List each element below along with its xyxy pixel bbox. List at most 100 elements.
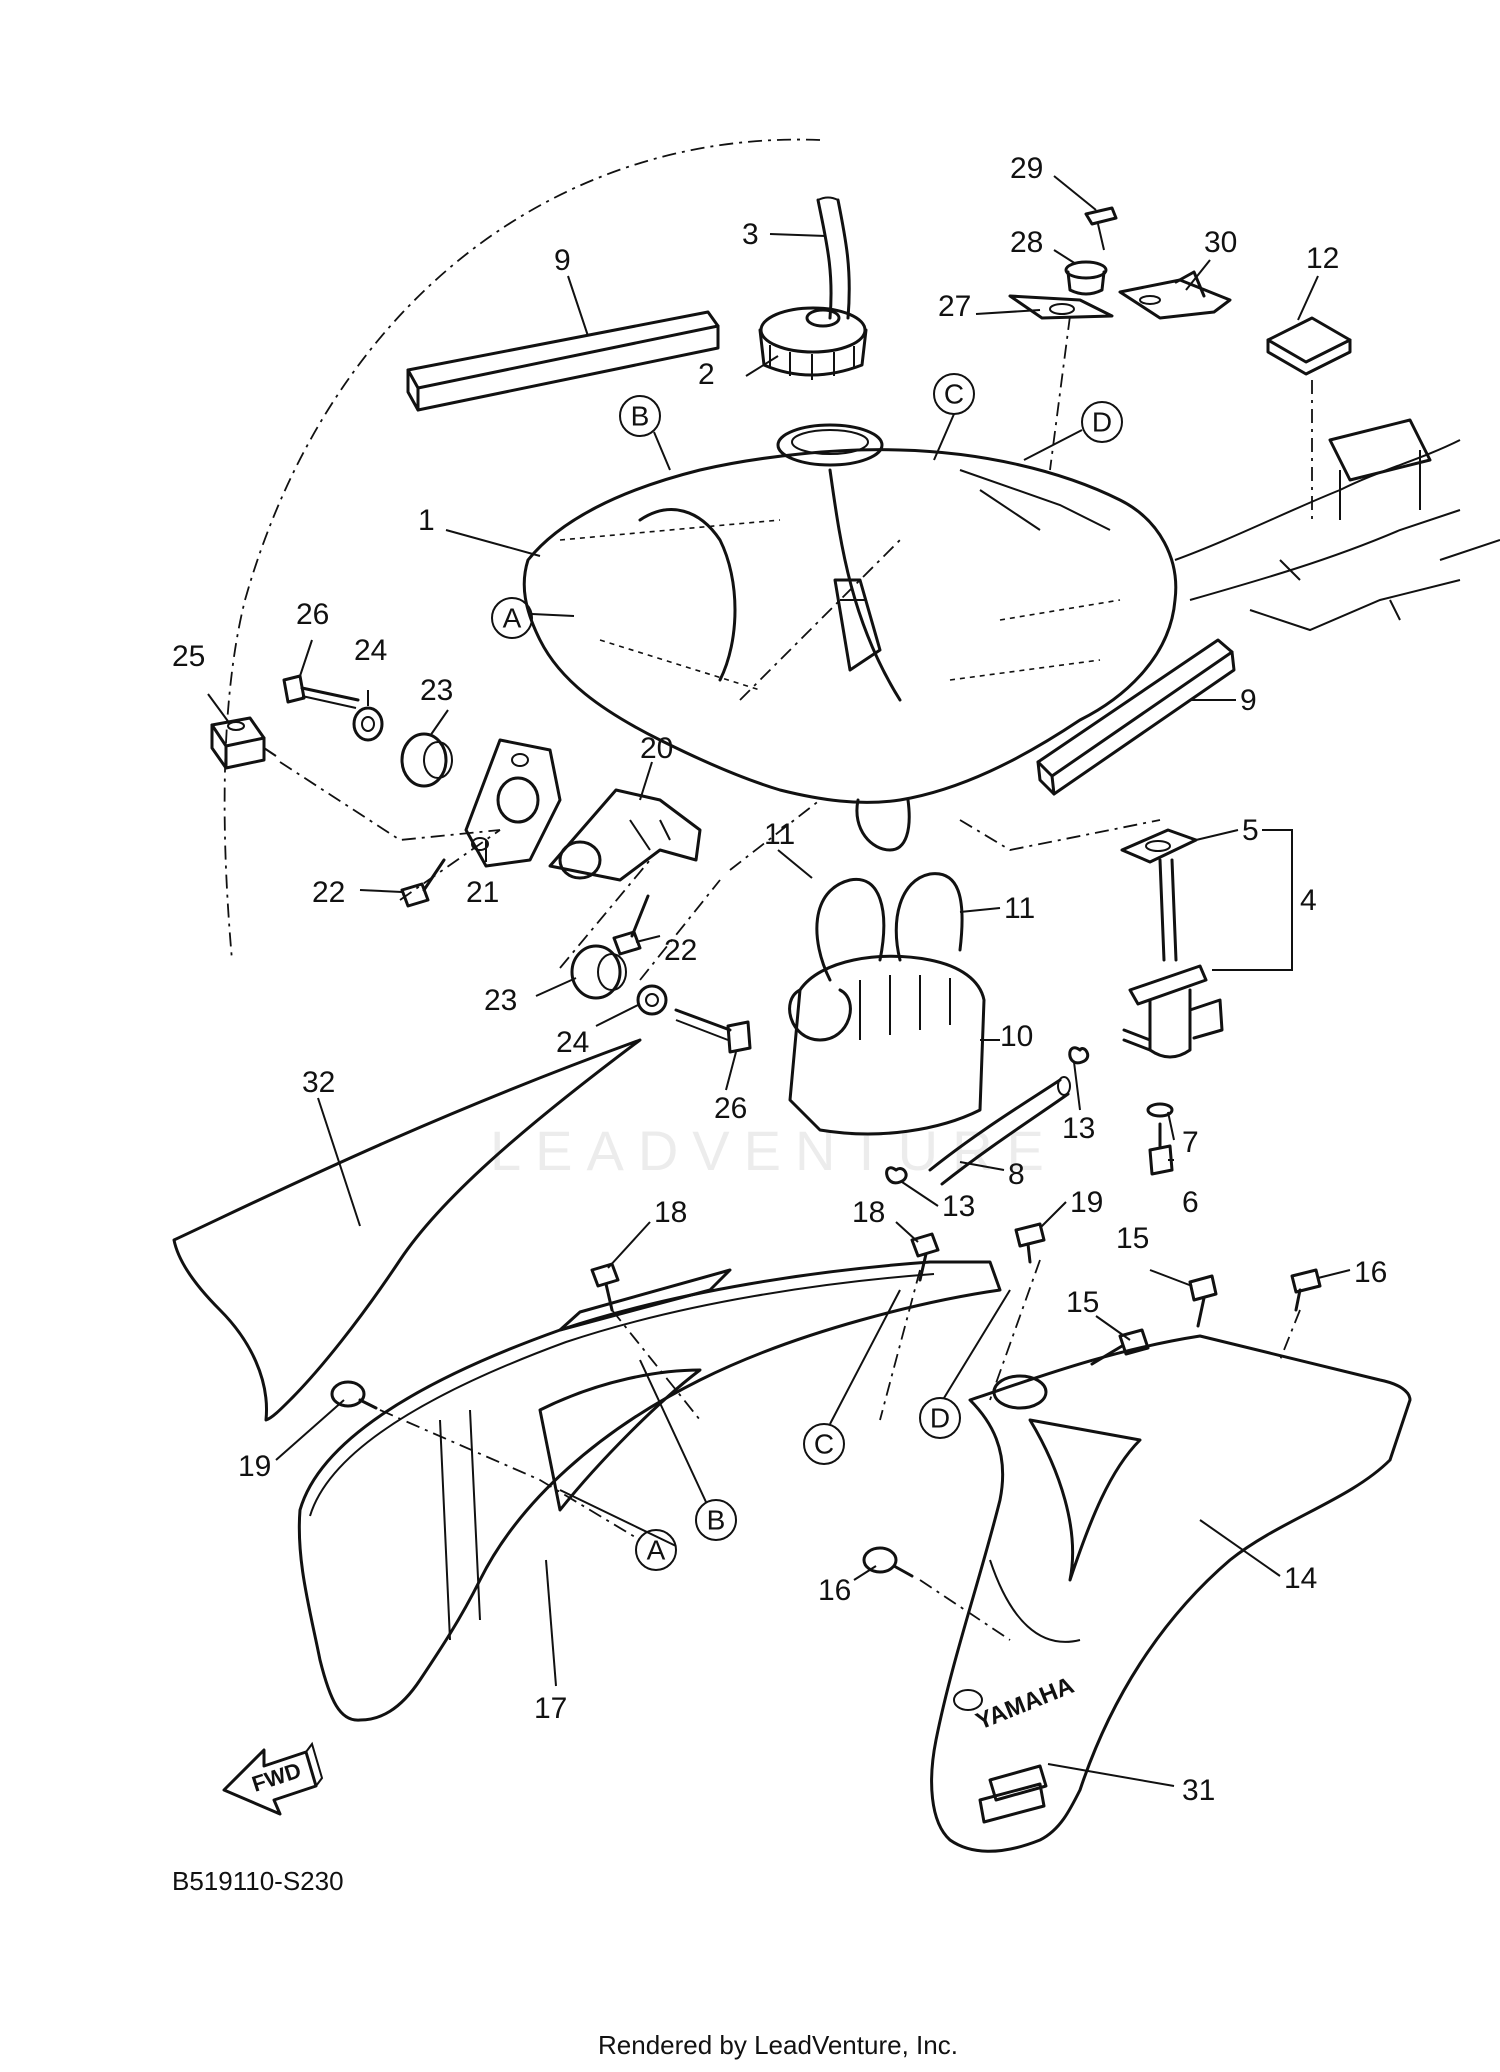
callout: 10 — [1000, 1020, 1033, 1053]
frame-section — [1174, 380, 1500, 632]
watermark-text: LEADVENTURE — [490, 1119, 1058, 1182]
collar-24-lower — [636, 984, 668, 1016]
bolt-15-lower — [1090, 1328, 1150, 1366]
clip-13-upper — [1068, 1046, 1090, 1065]
callout: 7 — [1182, 1126, 1199, 1159]
grommet-23-lower — [570, 944, 627, 1000]
callout: 8 — [1008, 1158, 1025, 1191]
fuel-hose-8 — [928, 1078, 1070, 1186]
callout: 30 — [1204, 226, 1237, 259]
collar-24-upper — [352, 706, 384, 742]
callout: 24 — [354, 634, 387, 667]
callout: 17 — [534, 1692, 567, 1725]
callout: 18 — [852, 1196, 885, 1229]
ref-circle — [695, 1499, 737, 1541]
fuel-tank — [522, 423, 1178, 852]
grommet-23-upper — [400, 732, 453, 788]
callout: 16 — [1354, 1256, 1387, 1289]
graphic-decal-32 — [172, 1038, 642, 1422]
callout: 11 — [764, 818, 795, 851]
yamaha-logo-text: YAMAHA — [972, 1672, 1078, 1736]
screw-29 — [1084, 206, 1118, 251]
screw-6 — [1148, 1122, 1174, 1176]
ref-circle — [491, 597, 533, 639]
callout-numbers: 1 2 3 4 5 6 7 8 9 9 10 11 11 12 13 13 14… — [172, 152, 1387, 1807]
callout: 16 — [818, 1574, 851, 1607]
bracket-30 — [1118, 270, 1232, 320]
callout: 28 — [1010, 226, 1043, 259]
bracket-27 — [1008, 294, 1114, 320]
ref-circle — [919, 1397, 961, 1439]
callout: 4 — [1300, 884, 1317, 917]
callout: 15 — [1116, 1222, 1149, 1255]
side-cover-14-right: YAMAHA — [930, 1334, 1412, 1853]
callout: 15 — [1066, 1286, 1099, 1319]
callout: 27 — [938, 290, 971, 323]
callout: 22 — [664, 934, 697, 967]
fwd-label: FWD — [249, 1757, 304, 1796]
alignment-arc — [223, 138, 821, 961]
bracket-20 — [548, 788, 702, 882]
clip-13-lower — [885, 1166, 908, 1185]
breather-hose — [816, 198, 851, 320]
callout: 23 — [484, 984, 517, 1017]
reference-markers: A B C D A B C D — [491, 373, 1123, 1571]
callout: 22 — [312, 876, 345, 909]
screw-16-lower — [862, 1546, 914, 1578]
callout: 6 — [1182, 1186, 1199, 1219]
bolt-22-left — [400, 858, 446, 908]
footer-credit: Rendered by LeadVenture, Inc. — [598, 2030, 958, 2060]
band-11-left — [815, 877, 886, 982]
callout: 11 — [1004, 892, 1035, 925]
callout: 9 — [1240, 684, 1257, 717]
callout: 25 — [172, 640, 205, 673]
ref-circle — [1081, 401, 1123, 443]
fwd-arrow-icon: FWD — [222, 1741, 324, 1816]
collar-28 — [1064, 260, 1108, 296]
bolt-18-right — [910, 1232, 940, 1282]
ref-letter: B — [707, 1505, 726, 1536]
callout: 5 — [1242, 814, 1259, 847]
washer-7 — [1146, 1102, 1174, 1118]
callout: 13 — [1062, 1112, 1095, 1145]
bolt-18-left — [590, 1262, 620, 1312]
callout: 19 — [1070, 1186, 1103, 1219]
callout-leaders — [207, 175, 1351, 1787]
clamp-25 — [210, 716, 277, 770]
callout: 14 — [1284, 1562, 1317, 1595]
gasket-5 — [1120, 828, 1198, 864]
fuel-cap — [758, 306, 868, 380]
ref-letter: D — [1092, 407, 1112, 438]
side-cover-17-left — [297, 1260, 1002, 1722]
tank-rubber-strip-upper — [406, 310, 720, 412]
ref-letter: A — [503, 603, 522, 634]
tank-rubber-strip-lower — [1036, 638, 1236, 796]
callout: 23 — [420, 674, 453, 707]
ref-letter: C — [814, 1429, 834, 1460]
screw-19-right — [1014, 1222, 1046, 1264]
ref-circle — [619, 395, 661, 437]
callout: 2 — [698, 358, 715, 391]
ref-circle — [803, 1423, 845, 1465]
callout: 21 — [466, 876, 499, 909]
callout: 12 — [1306, 242, 1339, 275]
callout: 1 — [418, 504, 435, 537]
screw-19-left — [330, 1380, 378, 1410]
bolt-15-upper — [1188, 1274, 1218, 1328]
band-11-right — [894, 872, 964, 962]
screw-16-upper — [1290, 1268, 1322, 1312]
bracket-21 — [464, 738, 562, 868]
callout: 3 — [742, 218, 759, 251]
tank-damper-10 — [788, 954, 986, 1136]
callout: 19 — [238, 1450, 271, 1483]
diagram-code: B519110-S230 — [172, 1866, 344, 1896]
ref-circle — [635, 1529, 677, 1571]
seat-pad — [1266, 316, 1352, 376]
bolt-22-right — [612, 894, 650, 956]
bolt-26-upper — [282, 674, 360, 709]
callout: 26 — [296, 598, 329, 631]
ref-letter: D — [930, 1403, 950, 1434]
callout: 13 — [942, 1190, 975, 1223]
callout: 32 — [302, 1066, 335, 1099]
